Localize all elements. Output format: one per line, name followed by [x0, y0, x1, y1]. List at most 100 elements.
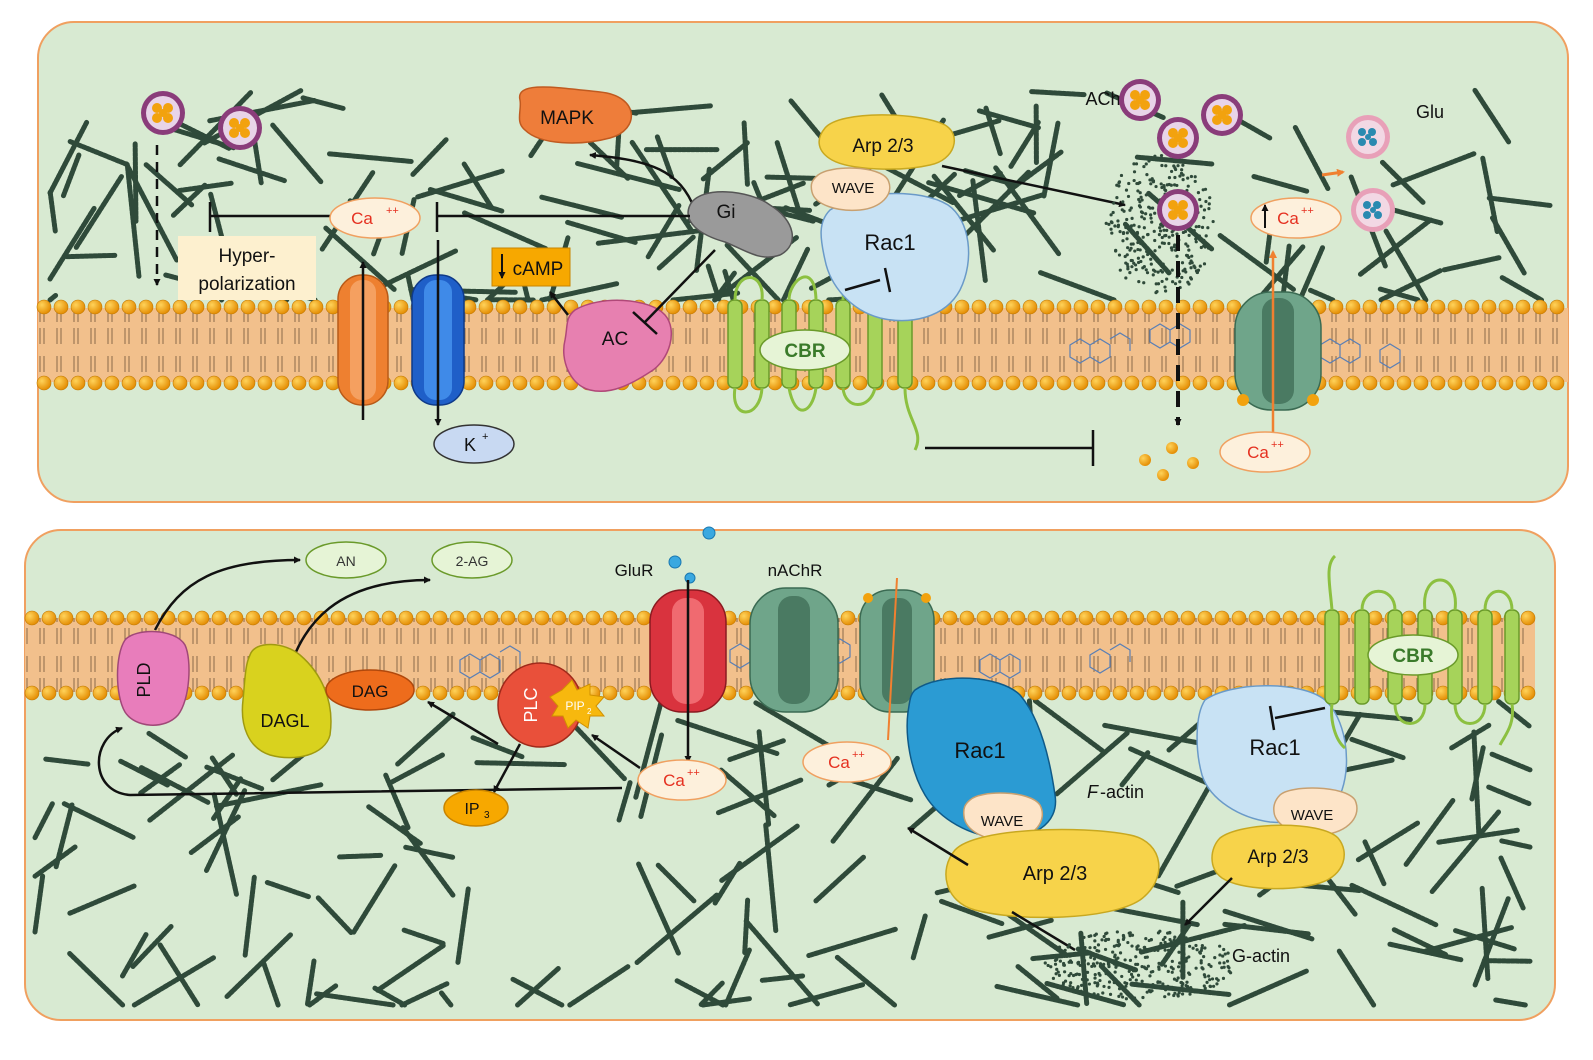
g-actin-monomer	[1202, 984, 1206, 988]
g-actin-monomer	[1141, 255, 1145, 259]
g-actin-monomer	[1122, 209, 1126, 213]
actin-filament	[118, 758, 170, 788]
g-actin-monomer	[1128, 931, 1132, 935]
lipid-head	[551, 610, 567, 626]
g-actin-monomer	[1204, 199, 1208, 204]
hyperpolarization-box: Hyper- polarization	[178, 236, 316, 300]
g-actin-monomer	[1067, 960, 1071, 964]
g-actin-monomer	[1218, 944, 1222, 948]
g-actin-monomer	[1158, 944, 1162, 948]
lipid-head	[1481, 375, 1497, 391]
g-actin-monomer	[1208, 978, 1212, 982]
camp-box: cAMP	[491, 247, 571, 287]
ca-to-pld-loop-arrow	[97, 726, 623, 797]
g-actin-monomer	[1211, 219, 1215, 224]
g-actin-monomer	[1193, 937, 1197, 941]
plc-to-ip3-arrow	[492, 743, 522, 793]
g-actin-monomer	[1142, 945, 1146, 950]
g-actin-monomer	[1166, 969, 1170, 974]
g-actin-monomer	[1179, 171, 1184, 175]
lipid-head	[257, 375, 273, 391]
lipid-head	[1078, 685, 1094, 701]
g-actin-monomer	[1175, 254, 1179, 258]
lipid-head	[517, 610, 533, 626]
actin-filament	[1015, 964, 1060, 1001]
g-actin-monomer	[1136, 240, 1140, 245]
actin-filament	[401, 927, 446, 946]
g-actin-monomer	[1138, 948, 1142, 952]
g-actin-monomer	[1136, 973, 1141, 977]
g-actin-monomer	[1149, 262, 1153, 266]
lipid-head	[172, 375, 188, 391]
lipid-head	[546, 375, 562, 391]
actin-filament	[64, 252, 118, 260]
g-actin-monomer	[1087, 934, 1091, 939]
g-actin-monomer	[1143, 955, 1148, 959]
g-actin-monomer	[1111, 959, 1115, 964]
g-actin-monomer	[1115, 196, 1119, 200]
lipid-head	[1396, 375, 1412, 391]
g-actin-monomer	[1111, 950, 1115, 954]
lipid-head	[1379, 299, 1395, 315]
g-actin-monomer	[1056, 954, 1060, 959]
g-actin-monomer	[1194, 225, 1198, 229]
lipid-head	[36, 299, 52, 315]
g-actin-monomer	[1167, 182, 1171, 187]
dag-ellipse: DAG	[325, 669, 415, 711]
g-actin-monomer	[1080, 950, 1085, 954]
g-actin-monomer	[1145, 155, 1149, 160]
g-actin-monomer	[1093, 976, 1097, 980]
actin-filament	[510, 976, 565, 1008]
g-actin-monomer	[1156, 980, 1160, 984]
lipid-head	[1056, 375, 1072, 391]
g-actin-monomer	[1169, 169, 1174, 174]
lipid-head	[70, 375, 86, 391]
actin-filament	[515, 965, 561, 1008]
lipid-head	[75, 685, 91, 701]
g-actin-monomer	[1098, 978, 1102, 983]
g-actin-monomer	[1112, 980, 1116, 985]
rac1-label-bottom-inactive: Rac1	[1249, 735, 1300, 760]
actin-filament	[304, 958, 317, 1008]
g-actin-monomer	[1148, 206, 1152, 210]
g-actin-monomer	[1165, 952, 1170, 957]
g-actin-monomer	[1159, 182, 1163, 186]
g-actin-monomer	[1215, 982, 1219, 986]
calcium-channel-bottom	[859, 577, 935, 741]
arp-to-gactin-arrow-2	[1184, 877, 1233, 926]
g-actin-monomer	[1196, 268, 1201, 272]
actin-filament	[188, 814, 241, 856]
actin-filament	[399, 981, 450, 1008]
g-actin-monomer	[1125, 237, 1129, 241]
ach-vesicle-icon	[1157, 189, 1199, 231]
g-actin-monomer	[1160, 163, 1164, 168]
lipid-head	[529, 299, 545, 315]
lipid-head	[1005, 375, 1021, 391]
lipid-head	[478, 299, 494, 315]
g-actin-monomer	[1186, 280, 1190, 284]
g-actin-monomer	[1199, 245, 1203, 250]
g-actin-monomer	[1137, 197, 1141, 202]
g-actin-monomer	[1120, 995, 1125, 999]
g-actin-monomer	[1215, 977, 1219, 981]
g-actin-monomer	[1199, 961, 1203, 965]
g-actin-monomer	[1142, 226, 1146, 230]
g-actin-monomer	[1124, 997, 1128, 1001]
g-actin-monomer	[1208, 196, 1212, 200]
g-actin-monomer	[1130, 216, 1134, 220]
cbr-receptor-top: CBR	[727, 275, 920, 451]
lipid-head	[738, 685, 754, 701]
ac-to-camp-arrow	[549, 291, 569, 316]
g-actin-monomer	[1189, 277, 1193, 281]
actin-filament	[261, 961, 281, 1008]
nachr-channel-bottom	[749, 587, 839, 713]
pip-label: PIP	[565, 699, 584, 713]
g-actin-monomer	[1188, 992, 1192, 996]
lipid-head	[36, 375, 52, 391]
hyperpolarization-label-1: Hyper-	[218, 246, 275, 267]
actin-filament	[910, 913, 928, 962]
g-actin-monomer	[1167, 176, 1172, 180]
actin-filament	[47, 205, 97, 282]
g-actin-monomer	[1088, 946, 1092, 950]
g-actin-monomer	[1085, 949, 1089, 953]
